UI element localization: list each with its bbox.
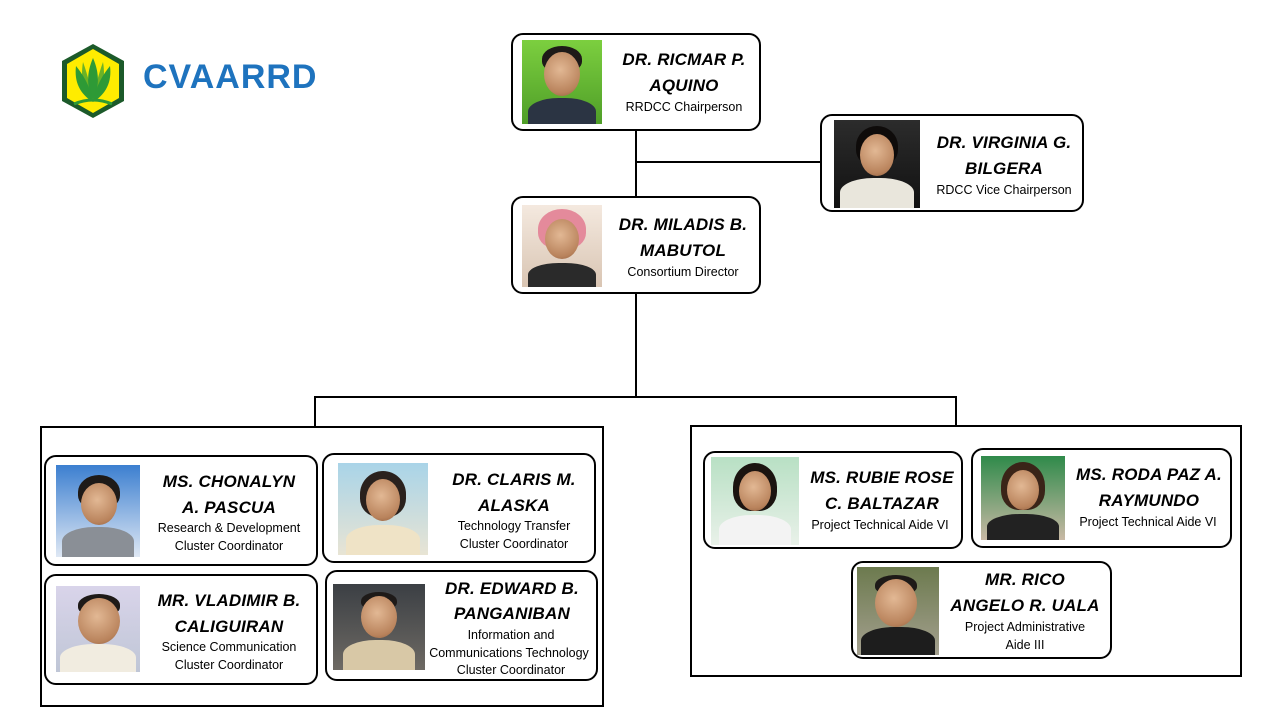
director-card: DR. MILADIS B. MABUTOL Consortium Direct… [511, 196, 761, 294]
connector-right-drop [955, 396, 957, 426]
coordinator-role-line1: Information and [467, 628, 555, 642]
coordinator-name-line2: A. PASCUA [181, 498, 277, 517]
coordinator-card-pascua: MS. CHONALYN A. PASCUA Research & Develo… [44, 455, 318, 566]
coordinator-role-line3: Cluster Coordinator [456, 663, 566, 677]
director-name-line2: MABUTOL [639, 241, 727, 260]
coordinator-role-line1: Technology Transfer [457, 519, 571, 533]
coordinator-name-line1: MR. VLADIMIR B. [157, 591, 301, 610]
coordinator-role-line2: Communications Technology [429, 646, 589, 660]
coordinator-card-caliguiran: MR. VLADIMIR B. CALIGUIRAN Science Commu… [44, 574, 318, 685]
staff-name-line1: MS. RUBIE ROSE [810, 468, 954, 487]
connector-vice-chair [636, 161, 821, 163]
chairperson-card: DR. RICMAR P. AQUINO RRDCC Chairperson [511, 33, 761, 131]
coordinator-photo-caliguiran [56, 586, 140, 672]
coordinator-photo-pascua [56, 465, 140, 557]
coordinator-card-alaska: DR. CLARIS M. ALASKA Technology Transfer… [322, 453, 596, 563]
director-role: Consortium Director [627, 265, 739, 279]
vice-chairperson-name-line2: BILGERA [965, 159, 1043, 178]
staff-role-line1: Project Technical Aide VI [1079, 515, 1217, 529]
staff-card-baltazar: MS. RUBIE ROSE C. BALTAZAR Project Techn… [703, 451, 963, 549]
director-photo [522, 205, 602, 287]
cvaarrd-shield-icon [62, 44, 124, 118]
vice-chairperson-role: RDCC Vice Chairperson [936, 183, 1072, 197]
logo-text: CVAARRD [143, 58, 318, 96]
connector-director-down [635, 294, 637, 397]
coordinator-card-panganiban: DR. EDWARD B. PANGANIBAN Information and… [325, 570, 598, 681]
staff-photo-raymundo [981, 456, 1065, 540]
chairperson-role: RRDCC Chairperson [625, 100, 743, 114]
chairperson-name-line1: DR. RICMAR P. [622, 50, 746, 69]
cvaarrd-logo [60, 42, 126, 120]
staff-photo-baltazar [711, 457, 799, 545]
staff-role-line2: Aide III [1005, 638, 1045, 652]
director-name-line1: DR. MILADIS B. [618, 215, 748, 234]
staff-name-line1: MR. RICO [985, 570, 1065, 589]
staff-name-line2: ANGELO R. UALA [950, 596, 1100, 615]
connector-chair-director [635, 130, 637, 196]
coordinator-name-line1: MS. CHONALYN [162, 472, 296, 491]
coordinator-photo-alaska [338, 463, 428, 555]
vice-chairperson-card: DR. VIRGINIA G. BILGERA RDCC Vice Chairp… [820, 114, 1084, 212]
chairperson-name-line2: AQUINO [649, 76, 719, 95]
coordinator-role-line1: Research & Development [157, 521, 301, 535]
coordinator-name-line2: ALASKA [477, 496, 551, 515]
vice-chairperson-name-line1: DR. VIRGINIA G. [936, 133, 1072, 152]
chairperson-photo [522, 40, 602, 124]
staff-name-line2: RAYMUNDO [1098, 491, 1200, 510]
coordinator-name-line1: DR. CLARIS M. [452, 470, 576, 489]
coordinator-name-line2: PANGANIBAN [454, 604, 570, 623]
staff-role-line1: Project Technical Aide VI [811, 518, 949, 532]
staff-card-raymundo: MS. RODA PAZ A. RAYMUNDO Project Technic… [971, 448, 1232, 548]
coordinator-photo-panganiban [333, 584, 425, 670]
staff-photo-uala [857, 567, 939, 655]
coordinator-role-line2: Cluster Coordinator [174, 539, 284, 553]
coordinator-role-line2: Cluster Coordinator [459, 537, 569, 551]
connector-horizontal [314, 396, 957, 398]
staff-name-line2: C. BALTAZAR [825, 494, 939, 513]
connector-left-drop [314, 396, 316, 427]
coordinator-name-line2: CALIGUIRAN [174, 617, 284, 636]
coordinator-role-line2: Cluster Coordinator [174, 658, 284, 672]
staff-card-uala: MR. RICO ANGELO R. UALA Project Administ… [851, 561, 1112, 659]
coordinator-name-line1: DR. EDWARD B. [445, 579, 579, 598]
staff-name-line1: MS. RODA PAZ A. [1076, 465, 1222, 484]
staff-role-line1: Project Administrative [964, 620, 1086, 634]
coordinator-role-line1: Science Communication [161, 640, 297, 654]
vice-chairperson-photo [834, 120, 920, 208]
